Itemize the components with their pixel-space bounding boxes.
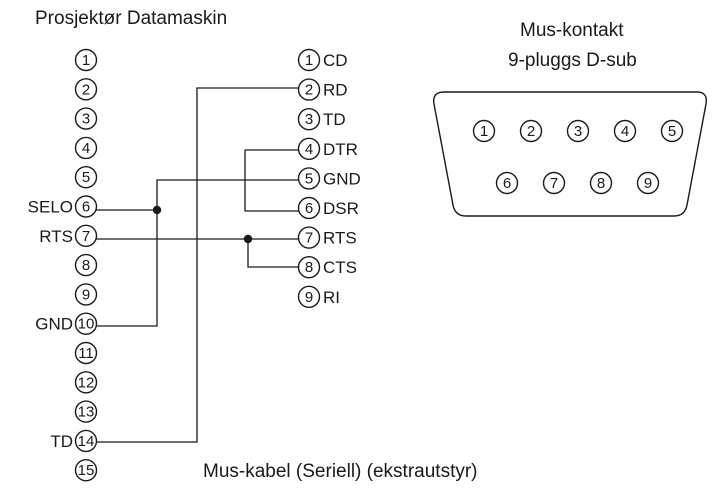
pin-number: 15 bbox=[78, 462, 95, 479]
pin-circle bbox=[297, 256, 321, 279]
dsub-9-connector: 1 2 3 4 5 6 7 8 9 bbox=[433, 91, 707, 217]
wire-gnd-10 bbox=[97, 210, 158, 327]
pin-number: 6 bbox=[503, 175, 511, 192]
computer-signal-label: GND bbox=[323, 169, 361, 188]
pin-circle bbox=[297, 196, 321, 220]
pin-number: 3 bbox=[82, 111, 90, 128]
pin-number: 1 bbox=[82, 52, 90, 69]
pin-number: 1 bbox=[480, 123, 488, 140]
pin-number: 3 bbox=[305, 111, 313, 128]
pin-circle bbox=[636, 171, 660, 195]
pin-circle bbox=[74, 253, 98, 277]
junction-dot bbox=[152, 205, 162, 215]
wire-cts bbox=[247, 239, 298, 268]
pin-number: 2 bbox=[527, 123, 535, 140]
pin-circle bbox=[74, 283, 98, 306]
computer-signal-label: DTR bbox=[323, 140, 358, 159]
pin-circle bbox=[74, 224, 98, 248]
projector-signal-label: SELO bbox=[28, 198, 73, 217]
projector-signal-label: TD bbox=[50, 432, 73, 451]
pin-number: 14 bbox=[78, 433, 95, 450]
pin-number: 4 bbox=[305, 141, 313, 158]
wire-rd-td bbox=[96, 87, 298, 443]
pin-number: 9 bbox=[644, 175, 652, 192]
projector-signal-label: RTS bbox=[39, 227, 73, 246]
pin-circle bbox=[297, 137, 321, 161]
mouse-connector-title: Mus-kontakt bbox=[520, 20, 624, 41]
computer-pin-column: 1 CD 2 RD 3 TD 4 DTR 5 GND 6 DSR 7 RTS 8 CTS 9 RI bbox=[297, 48, 361, 308]
pin-circle bbox=[297, 48, 321, 72]
pin-number: 8 bbox=[305, 259, 313, 276]
pin-number: 7 bbox=[82, 228, 90, 245]
pin-circle bbox=[297, 285, 321, 308]
computer-signal-label: DSR bbox=[323, 199, 359, 218]
pin-number: 4 bbox=[621, 123, 629, 140]
junction-dot bbox=[243, 234, 253, 244]
pin-circle bbox=[297, 226, 321, 249]
computer-signal-label: CTS bbox=[323, 258, 357, 277]
pin-number: 8 bbox=[597, 175, 605, 192]
pin-circle bbox=[613, 119, 637, 143]
pin-circle bbox=[74, 107, 98, 130]
pin-circle bbox=[495, 171, 519, 195]
pin-circle bbox=[660, 119, 684, 143]
pin-number: 4 bbox=[82, 140, 90, 157]
pin-number: 10 bbox=[78, 316, 95, 333]
wire-group bbox=[96, 87, 299, 443]
pin-circle bbox=[566, 119, 590, 143]
pin-number: 5 bbox=[668, 123, 676, 140]
pin-number: 3 bbox=[574, 123, 582, 140]
pin-circle bbox=[589, 171, 613, 195]
pin-number: 7 bbox=[305, 230, 313, 247]
pin-circle bbox=[74, 195, 98, 218]
pin-circle bbox=[74, 429, 98, 453]
pin-number: 2 bbox=[305, 82, 313, 99]
connector-shell bbox=[433, 91, 707, 217]
wire-gnd bbox=[156, 179, 298, 210]
pin-circle bbox=[74, 459, 98, 482]
pin-number: 12 bbox=[78, 374, 95, 391]
pin-circle bbox=[74, 165, 98, 189]
pin-circle bbox=[472, 119, 496, 143]
pin-number: 6 bbox=[82, 199, 90, 216]
pin-number: 13 bbox=[78, 404, 95, 421]
pin-circle bbox=[74, 341, 98, 365]
computer-signal-label: CD bbox=[323, 51, 348, 70]
pin-number: 5 bbox=[305, 170, 313, 187]
pin-circle bbox=[297, 167, 321, 190]
computer-signal-label: RD bbox=[323, 81, 348, 100]
pin-number: 5 bbox=[82, 169, 90, 186]
pin-number: 6 bbox=[305, 200, 313, 217]
pin-circle bbox=[519, 119, 543, 143]
pin-circle bbox=[542, 171, 566, 195]
pin-circle bbox=[74, 312, 98, 335]
computer-signal-label: RI bbox=[323, 288, 340, 307]
pin-circle bbox=[74, 78, 98, 101]
pin-number: 8 bbox=[82, 257, 90, 274]
pin-number: 2 bbox=[82, 81, 90, 98]
pin-circle bbox=[74, 400, 98, 423]
pin-circle bbox=[74, 371, 98, 394]
pin-circle bbox=[297, 78, 321, 101]
pin-number: 9 bbox=[305, 289, 313, 306]
pin-circle bbox=[297, 107, 321, 131]
pin-circle bbox=[74, 48, 98, 72]
pin-number: 9 bbox=[82, 286, 90, 303]
mouse-connector-subtitle: 9-pluggs D-sub bbox=[508, 50, 637, 71]
pin-number: 7 bbox=[550, 175, 558, 192]
computer-signal-label: RTS bbox=[323, 229, 357, 248]
projector-computer-title: Prosjektør Datamaskin bbox=[35, 8, 228, 29]
pin-number: 11 bbox=[78, 345, 94, 362]
pin-number: 1 bbox=[305, 52, 313, 69]
pin-circle bbox=[74, 136, 98, 160]
cable-caption: Mus-kabel (Seriell) (ekstrautstyr) bbox=[203, 461, 478, 482]
projector-signal-label: GND bbox=[35, 315, 73, 334]
computer-signal-label: TD bbox=[323, 110, 346, 129]
